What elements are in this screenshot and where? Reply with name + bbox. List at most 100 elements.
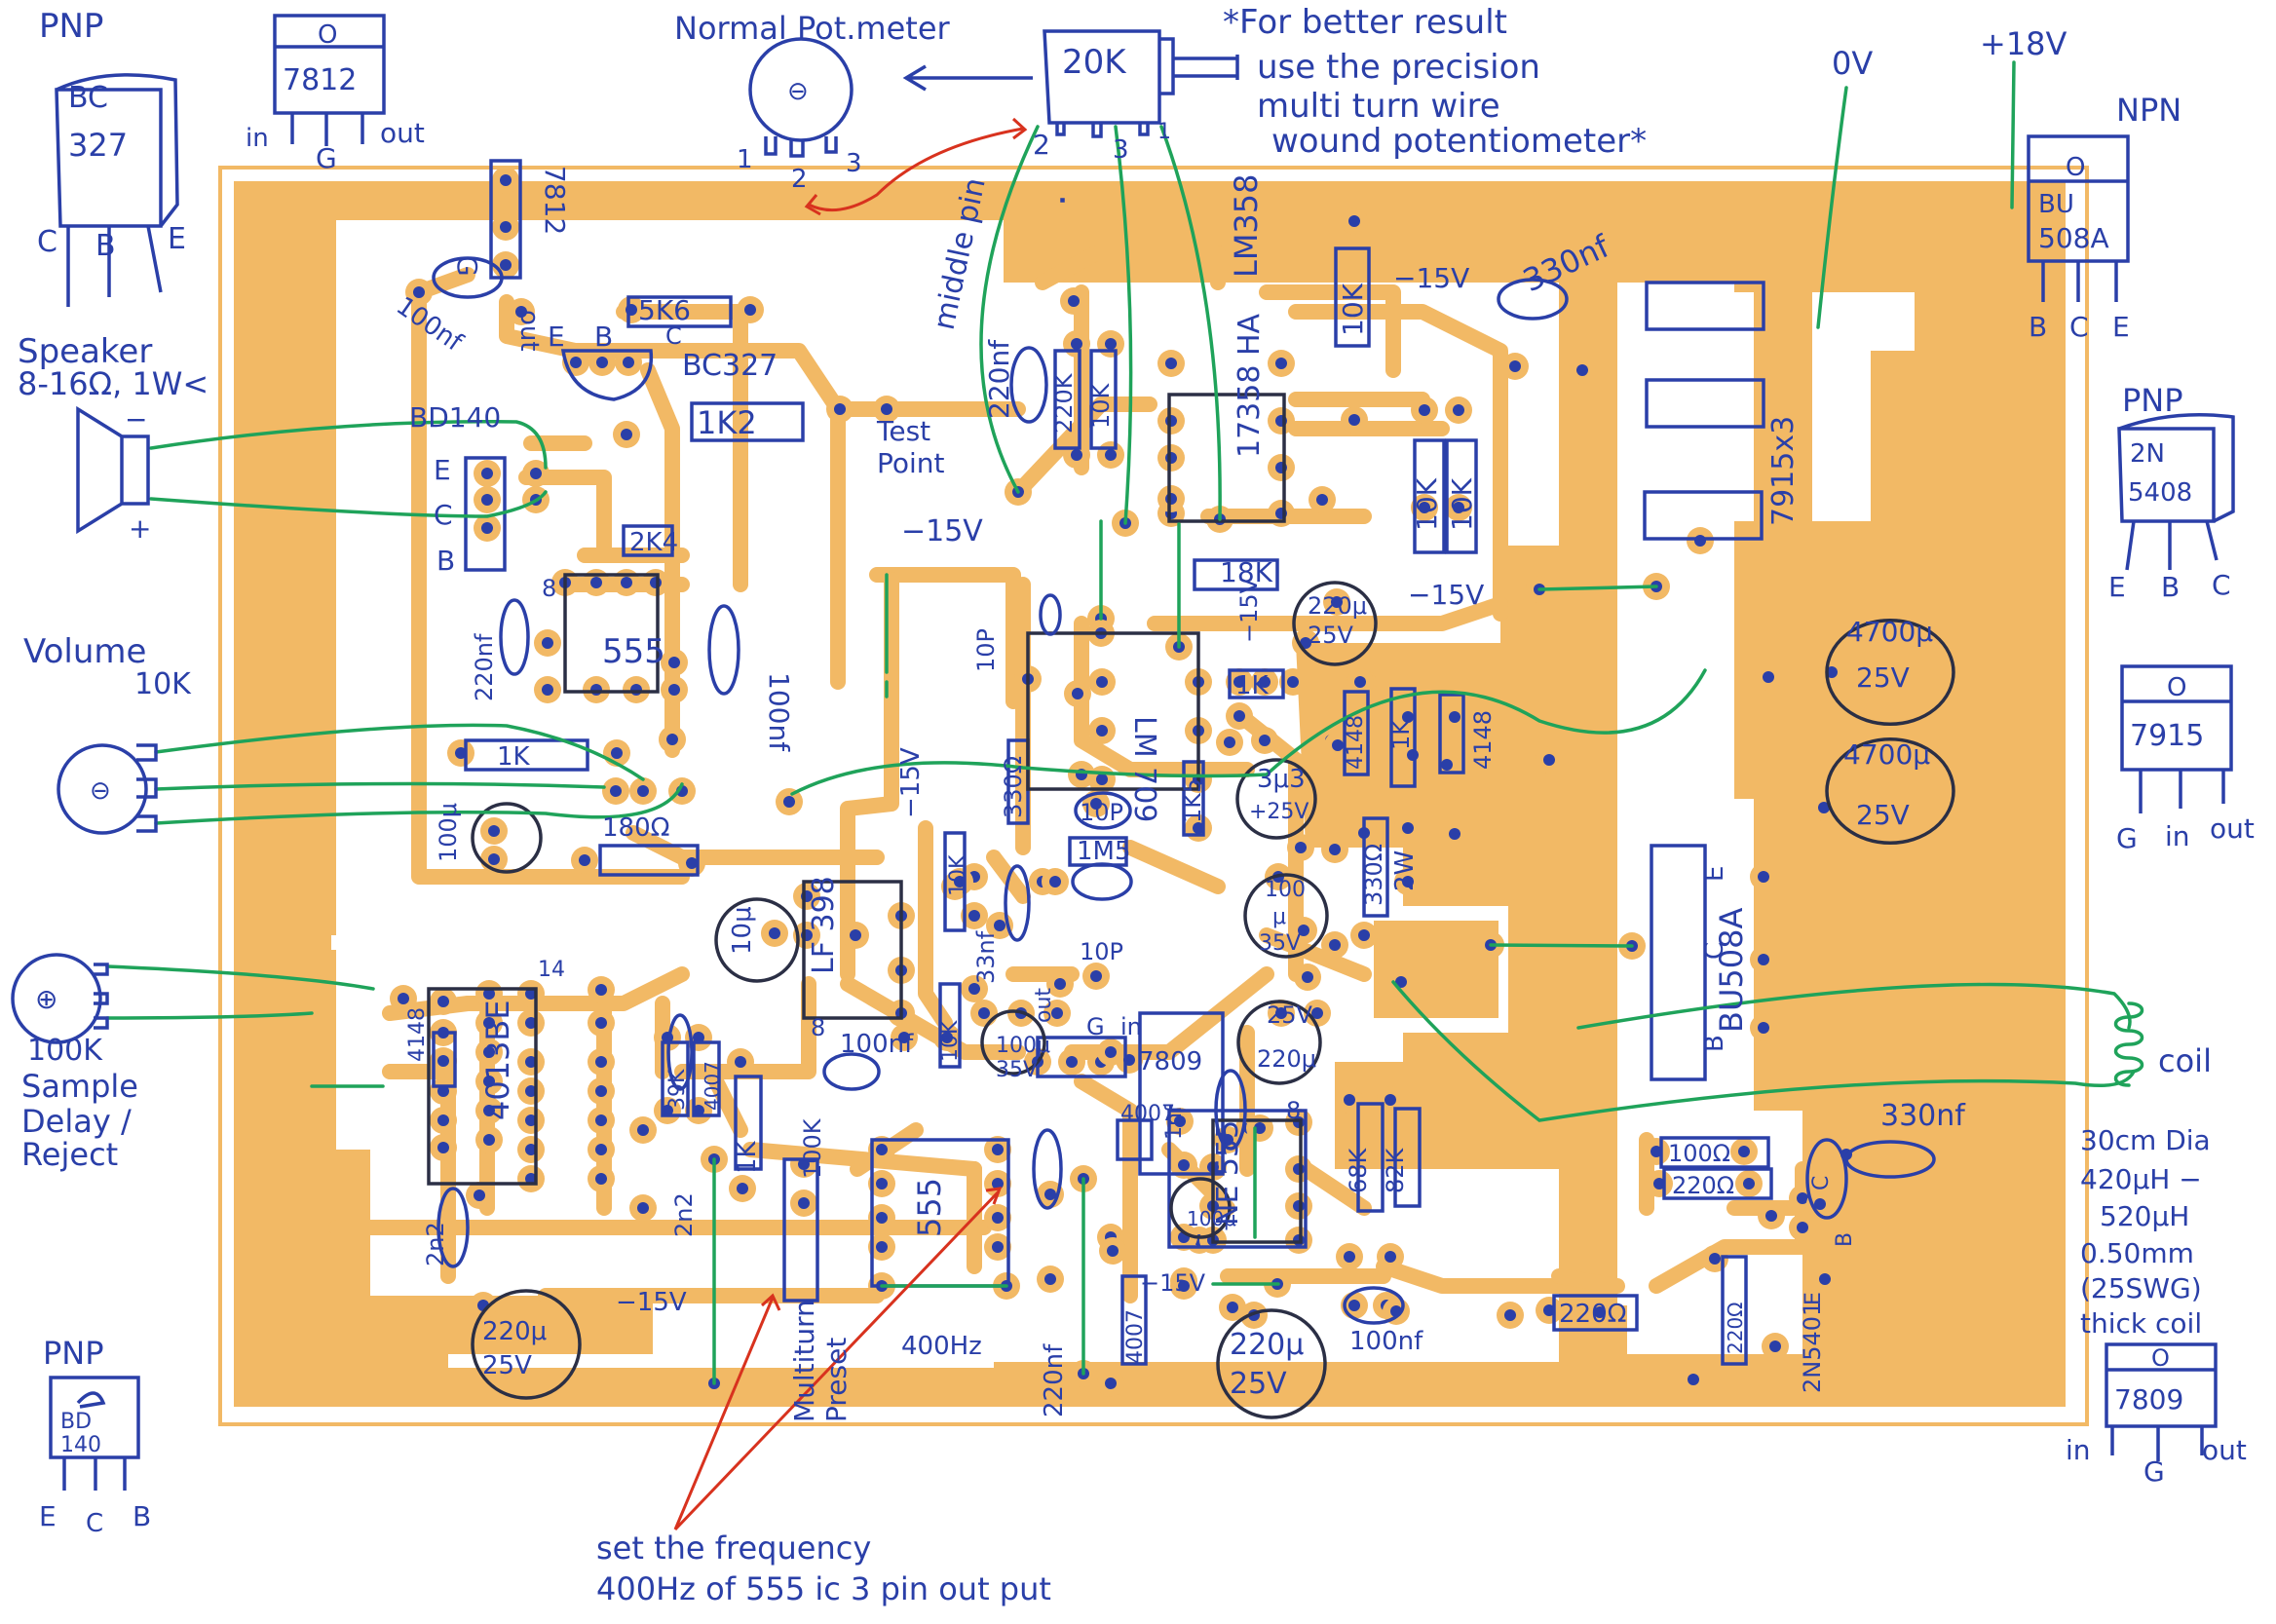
label-c10u: 10μ bbox=[728, 906, 757, 955]
drill-hole bbox=[481, 522, 493, 534]
label-c3u3-1: +25V bbox=[1249, 800, 1309, 824]
label-ic555-a: 555 bbox=[602, 632, 665, 671]
drill-hole bbox=[1826, 666, 1838, 678]
drill-hole bbox=[488, 853, 500, 865]
reg-7915-a-outline bbox=[1645, 281, 1765, 331]
drill-hole bbox=[1758, 954, 1769, 965]
drill-hole bbox=[595, 1144, 607, 1155]
drill-hole bbox=[1348, 215, 1360, 227]
tab-hole: O bbox=[318, 20, 337, 50]
drill-hole bbox=[1694, 535, 1706, 547]
bd140-pin-b: B bbox=[133, 1500, 151, 1532]
label-n15v-e: −15V bbox=[896, 747, 926, 818]
drill-hole bbox=[1293, 1200, 1305, 1212]
drill-hole bbox=[1054, 978, 1066, 990]
cap-330nf-b bbox=[1844, 1140, 1936, 1179]
multiturn-preset-outline bbox=[782, 1157, 819, 1303]
label-c100u-a: 100μ bbox=[435, 803, 462, 862]
set-frequency-line1: set the frequency bbox=[596, 1530, 871, 1567]
drill-hole bbox=[1300, 637, 1311, 649]
wire-pot-b bbox=[1114, 125, 1133, 525]
bu508a-pin-e: E bbox=[2112, 311, 2130, 343]
copper-trace bbox=[674, 976, 816, 1079]
clearance-notch bbox=[1837, 292, 1915, 351]
label-c10p-b: 10P bbox=[1080, 799, 1123, 826]
resistor-10k-d-outline bbox=[1445, 438, 1478, 554]
drill-hole bbox=[481, 468, 493, 479]
drill-hole bbox=[668, 657, 680, 668]
drill-hole bbox=[1765, 1210, 1777, 1222]
pot-pin-3: 3 bbox=[846, 149, 862, 178]
diode-4148-c-outline bbox=[432, 1031, 457, 1088]
label-r220-d: 220Ω bbox=[1724, 1303, 1747, 1354]
ic-lm709-body bbox=[1026, 631, 1200, 791]
pin-out: out bbox=[2202, 1434, 2247, 1466]
label-r330-a: 330Ω bbox=[1000, 756, 1027, 818]
label-c220u-a-1: 25V bbox=[1308, 622, 1354, 649]
drill-hole bbox=[525, 988, 537, 1000]
drill-hole bbox=[1814, 1198, 1826, 1210]
drill-hole bbox=[1165, 415, 1177, 427]
drill-hole bbox=[1344, 1094, 1355, 1106]
cap-220u-a bbox=[1292, 581, 1378, 666]
bc327-pin-e: E bbox=[168, 222, 186, 256]
label-reg7915x3: 7915x3 bbox=[1766, 416, 1801, 526]
pin-out: out bbox=[2210, 812, 2255, 845]
label-reg7812-out: out bbox=[514, 310, 544, 352]
tab-hole: O bbox=[2151, 1344, 2170, 1372]
drill-hole bbox=[1763, 671, 1774, 683]
drill-hole bbox=[744, 304, 756, 316]
drill-hole bbox=[579, 854, 590, 866]
drill-hole bbox=[413, 286, 425, 298]
drill-hole bbox=[850, 929, 861, 941]
copper-trace bbox=[1376, 1259, 1567, 1294]
pinout-7812: O 7812 in G out bbox=[246, 14, 425, 174]
copper-trace bbox=[499, 294, 846, 690]
drill-hole bbox=[525, 1173, 537, 1185]
label-c220nf-b: 220nf bbox=[983, 339, 1015, 419]
cap-220u-25-d bbox=[1216, 1308, 1327, 1419]
drill-hole bbox=[595, 1173, 607, 1185]
drill-hole bbox=[992, 1144, 1004, 1155]
label-bu508a-label: BU508A bbox=[1713, 908, 1750, 1033]
drill-hole bbox=[1107, 1245, 1119, 1257]
speaker-plus: + bbox=[129, 512, 151, 545]
label-c220u-a-0: 220μ bbox=[1308, 592, 1367, 620]
diode-4007-c-outline bbox=[692, 1040, 721, 1117]
label-c2n2-b: 2n2 bbox=[670, 1192, 698, 1237]
drill-hole bbox=[515, 306, 527, 318]
drill-hole bbox=[1044, 1273, 1056, 1285]
drill-hole bbox=[590, 684, 602, 696]
label-reg7812: 7812 bbox=[539, 166, 571, 235]
drill-hole bbox=[1105, 1378, 1117, 1389]
label-bd140-b: B bbox=[436, 545, 455, 577]
label-n15v-c: −15V bbox=[1408, 579, 1484, 611]
cap-100u-35-a bbox=[1243, 873, 1329, 959]
label-ne555-pin8: 8 bbox=[1286, 1097, 1301, 1124]
drill-hole bbox=[1293, 1163, 1305, 1175]
drill-hole bbox=[483, 1017, 495, 1029]
label-r1k-c: 1K bbox=[1387, 719, 1415, 750]
label-c4700-a-1: 25V bbox=[1856, 661, 1910, 694]
bu508a-pin-b: B bbox=[2029, 311, 2047, 343]
resistor-68k-outline bbox=[1356, 1102, 1385, 1213]
cap-3u3 bbox=[1235, 758, 1317, 840]
copper-trace bbox=[1074, 1074, 1138, 1303]
label-r100-b: 100Ω bbox=[1668, 1140, 1730, 1167]
drill-hole bbox=[1402, 711, 1414, 723]
bd140-line2: 140 bbox=[60, 1433, 101, 1457]
label-r18k: 18K bbox=[1220, 556, 1273, 588]
drill-hole bbox=[1344, 1251, 1355, 1263]
precision-note-line4: wound potentiometer* bbox=[1271, 122, 1647, 161]
drill-hole bbox=[1233, 676, 1245, 688]
label-n5401-b: B bbox=[1833, 1232, 1857, 1247]
reg-7809-outline bbox=[1036, 1036, 1127, 1078]
drill-hole bbox=[1105, 338, 1117, 350]
tab-hole: O bbox=[2167, 673, 2186, 702]
drill-hole bbox=[398, 993, 409, 1004]
label-bu508a-c: C bbox=[1700, 942, 1729, 960]
sample-delay-line3: Reject bbox=[21, 1136, 118, 1173]
tab-hole: O bbox=[2066, 153, 2085, 182]
drill-hole bbox=[1332, 739, 1344, 751]
arrow-head-c bbox=[760, 1293, 781, 1311]
